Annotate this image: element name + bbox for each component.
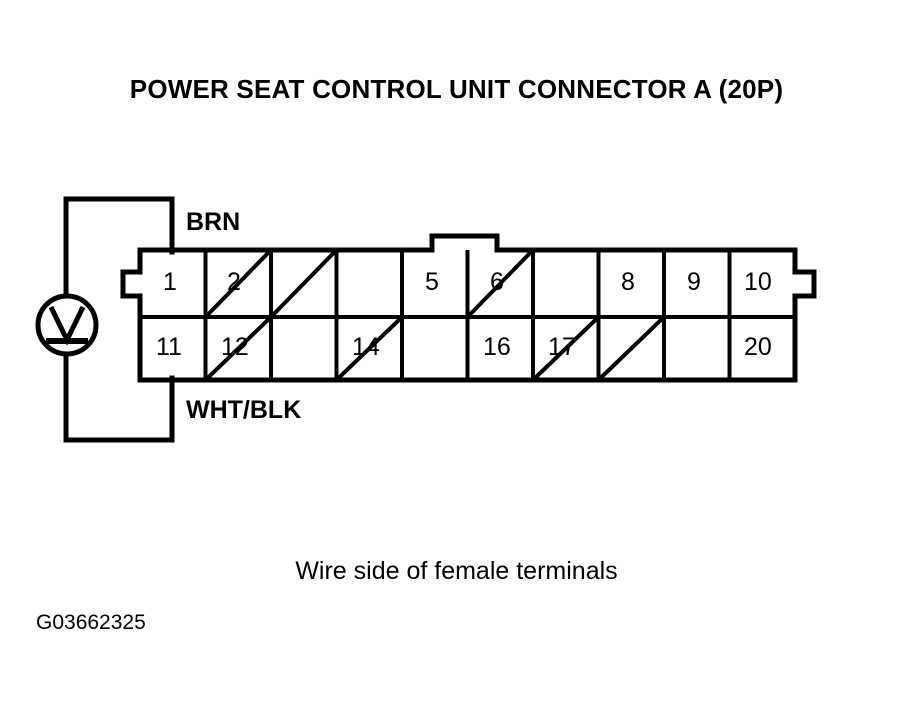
pin-number-14: 14 <box>352 333 380 361</box>
pin-number-17: 17 <box>548 333 576 361</box>
blank-slash-15 <box>335 315 404 382</box>
figure-caption: Wire side of female terminals <box>295 557 618 585</box>
brown-test-lead <box>63 196 175 328</box>
blank-slash-3 <box>204 248 273 319</box>
pin-number-11: 11 <box>156 333 182 361</box>
pin-number-16: 16 <box>483 333 511 361</box>
blank-cavity-slashes <box>204 248 666 382</box>
pin-number-10: 10 <box>744 268 772 296</box>
figure-id-code: G03662325 <box>36 611 146 634</box>
pin-number-5: 5 <box>425 268 439 296</box>
voltmeter-symbol <box>35 293 99 357</box>
pin-number-12: 12 <box>221 333 249 361</box>
pin-number-8: 8 <box>621 268 635 296</box>
blank-slash-7 <box>466 248 535 319</box>
blank-slash-4 <box>269 248 338 319</box>
pin-number-6: 6 <box>490 268 504 296</box>
blank-slash-18 <box>531 315 600 382</box>
connector-housing-outline <box>120 233 817 383</box>
pin-number-9: 9 <box>687 268 701 296</box>
pin-number-20: 20 <box>744 333 772 361</box>
pin-number-2: 2 <box>227 268 241 296</box>
white-black-test-lead <box>63 322 175 443</box>
pin-number-1: 1 <box>163 268 177 296</box>
blank-slash-19 <box>597 315 666 382</box>
blank-slash-13 <box>204 315 273 382</box>
white-black-wire-label: WHT/BLK <box>186 396 302 424</box>
brown-wire-label: BRN <box>186 208 241 236</box>
figure-title: POWER SEAT CONTROL UNIT CONNECTOR A (20P… <box>129 74 784 104</box>
